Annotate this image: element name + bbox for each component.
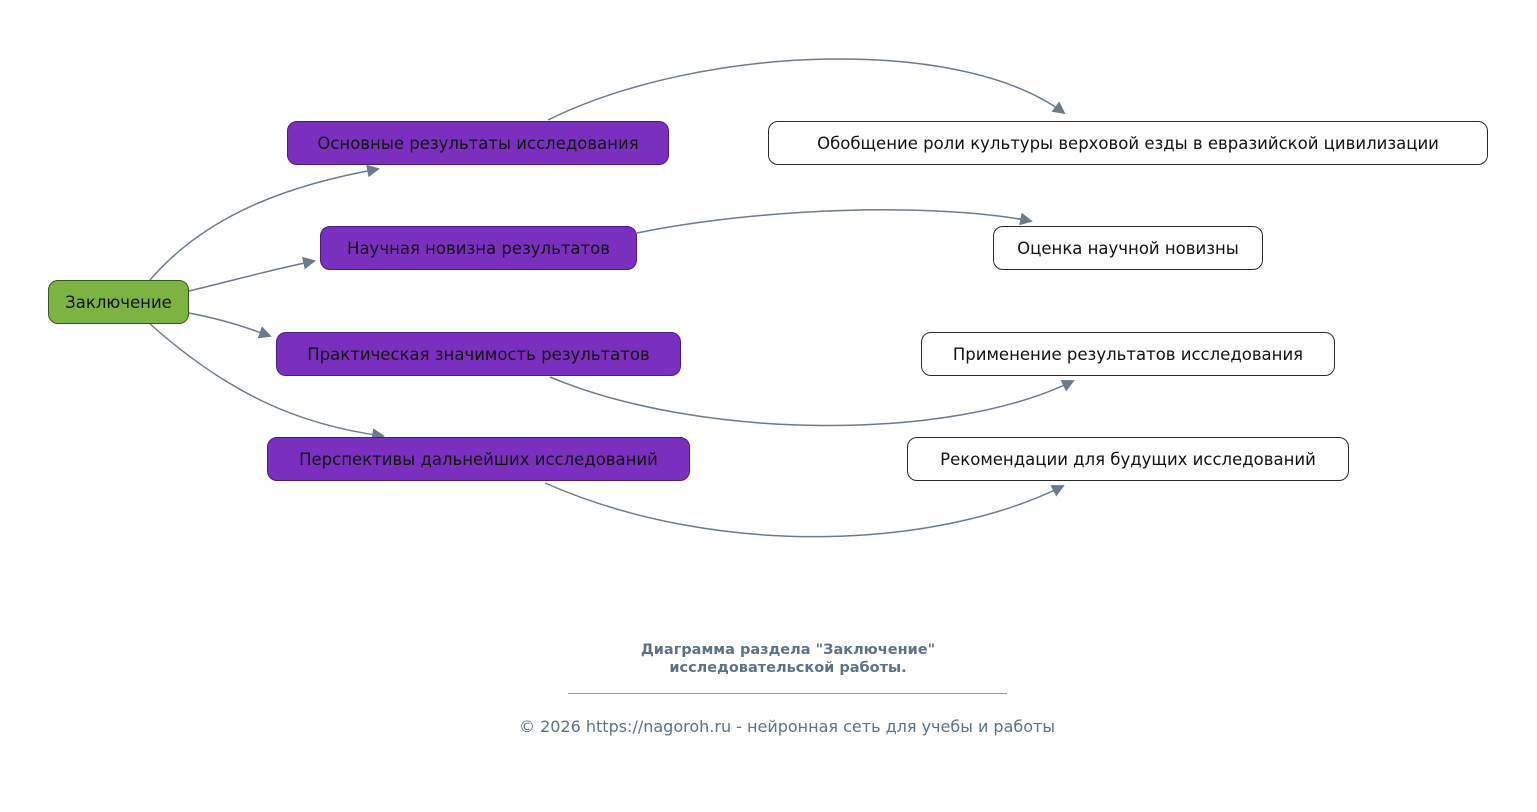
- arrow-branch-4-to-detail-4: [544, 482, 1065, 538]
- arrow-root-to-branch-2: [188, 256, 316, 292]
- branch-node-practical-significance: Практическая значимость результатов: [276, 332, 681, 376]
- branch-node-scientific-novelty: Научная новизна результатов: [320, 226, 637, 270]
- detail-node-novelty-assessment: Оценка научной новизны: [993, 226, 1263, 270]
- root-node-conclusion: Заключение: [48, 280, 189, 324]
- diagram-caption-line1: Диаграмма раздела "Заключение": [640, 642, 936, 658]
- arrow-branch-3-to-detail-3: [549, 376, 1075, 427]
- branch-node-future-prospects: Перспективы дальнейших исследований: [267, 437, 690, 481]
- arrow-root-to-branch-3: [188, 312, 272, 339]
- diagram-caption-line2: исследовательской работы.: [669, 660, 907, 676]
- copyright-footer: © 2026 https://nagoroh.ru - нейронная се…: [518, 717, 1055, 736]
- branch-node-main-results: Основные результаты исследования: [287, 121, 669, 165]
- detail-node-results-application: Применение результатов исследования: [921, 332, 1335, 376]
- detail-node-future-recommendations: Рекомендации для будущих исследований: [907, 437, 1349, 481]
- arrow-branch-1-to-detail-1: [547, 58, 1066, 121]
- caption-divider: [568, 693, 1007, 694]
- arrow-branch-2-to-detail-2: [636, 209, 1033, 234]
- detail-node-role-summary: Обобщение роли культуры верховой езды в …: [768, 121, 1488, 165]
- diagram-caption: Диаграмма раздела "Заключение" исследова…: [488, 641, 1088, 677]
